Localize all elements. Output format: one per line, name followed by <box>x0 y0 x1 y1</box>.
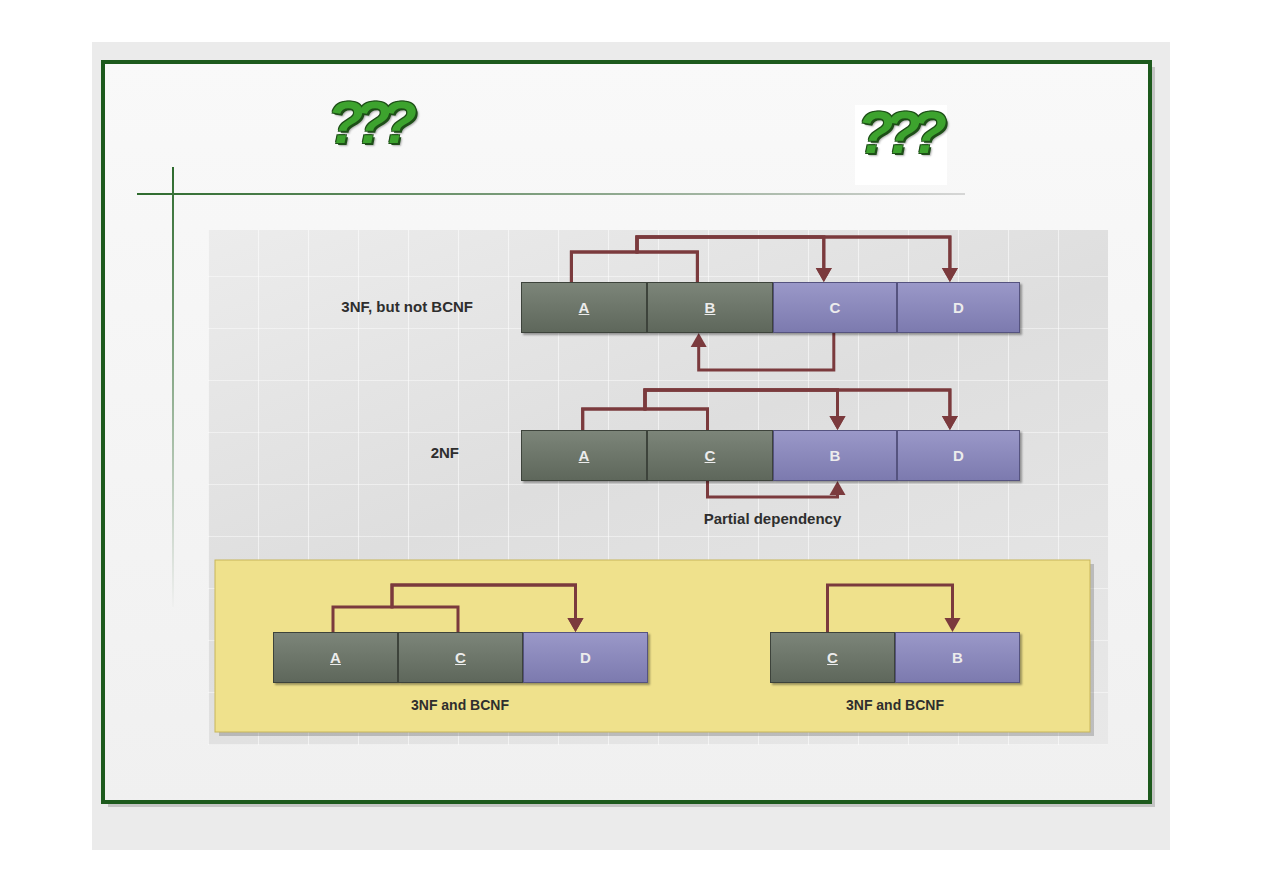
table-caption: 3NF and BCNF <box>340 697 580 713</box>
key-attribute-cell: B <box>647 282 773 333</box>
attribute-name: A <box>579 447 590 464</box>
result-band: 3NF and BCNF 3NF and BCNF A C D C B <box>215 560 1090 732</box>
arrowhead <box>816 268 832 282</box>
dependency-arrow <box>828 585 961 632</box>
arrowhead <box>830 416 846 430</box>
arrowhead <box>942 416 958 430</box>
dependency-line <box>583 390 950 430</box>
dependency-arrow <box>571 237 958 282</box>
edge-label: Partial dependency <box>701 510 845 527</box>
dependency-arrow <box>691 333 834 370</box>
attribute-name: A <box>579 299 590 316</box>
arrowhead <box>942 268 958 282</box>
attribute-name: B <box>952 649 963 666</box>
key-attribute-cell: C <box>770 632 895 683</box>
row-label: 2NF <box>219 444 459 461</box>
dependency-arrow <box>392 585 584 632</box>
arrowhead <box>568 618 584 632</box>
dependency-line <box>637 237 824 282</box>
table-caption: 3NF and BCNF <box>775 697 1015 713</box>
attribute-name: C <box>455 649 466 666</box>
attribute-name: B <box>705 299 716 316</box>
dependency-arrow <box>571 237 831 282</box>
attribute-cell: C <box>773 282 897 333</box>
dependency-arrow <box>708 481 846 497</box>
attribute-name: D <box>580 649 591 666</box>
attribute-cell: B <box>773 430 897 481</box>
key-attribute-cell: C <box>647 430 773 481</box>
question-icon: ??? <box>327 88 407 157</box>
arrowhead <box>830 416 846 430</box>
band-fill <box>215 560 1090 732</box>
attribute-cell: B <box>895 632 1020 683</box>
arrowhead <box>568 618 584 632</box>
dependency-arrow <box>333 585 584 632</box>
attribute-name: D <box>953 299 964 316</box>
rule-line <box>172 167 174 607</box>
dependency-line <box>645 390 950 430</box>
outer-panel <box>92 42 1170 850</box>
dependency-line <box>828 585 953 632</box>
attribute-name: D <box>953 447 964 464</box>
question-icon: ??? <box>857 98 937 167</box>
dependency-line <box>571 237 950 282</box>
attribute-name: B <box>830 447 841 464</box>
row-label: 3NF, but not BCNF <box>233 298 473 315</box>
rule-line <box>137 193 965 195</box>
attribute-cell: D <box>897 430 1020 481</box>
green-frame <box>103 62 1150 802</box>
key-attribute-cell: C <box>398 632 523 683</box>
dependency-arrow <box>583 390 958 430</box>
arrowhead <box>942 268 958 282</box>
attribute-name: C <box>705 447 716 464</box>
arrowhead <box>691 333 707 347</box>
arrowhead <box>830 481 846 495</box>
arrowhead <box>942 416 958 430</box>
key-attribute-cell: A <box>273 632 398 683</box>
dependency-arrow <box>637 237 958 282</box>
attribute-name: C <box>827 649 838 666</box>
dependency-line <box>637 237 950 282</box>
dependency-line <box>392 585 576 632</box>
attribute-cell: D <box>897 282 1020 333</box>
dependency-line <box>333 585 576 632</box>
arrowhead <box>816 268 832 282</box>
attribute-cell: D <box>523 632 648 683</box>
attribute-name: A <box>330 649 341 666</box>
dependency-arrow <box>645 390 958 430</box>
dependency-arrow <box>637 237 832 282</box>
dependency-line <box>708 481 838 497</box>
dependency-line <box>699 333 834 370</box>
key-attribute-cell: A <box>521 282 647 333</box>
attribute-name: C <box>830 299 841 316</box>
arrowhead <box>945 618 961 632</box>
key-attribute-cell: A <box>521 430 647 481</box>
